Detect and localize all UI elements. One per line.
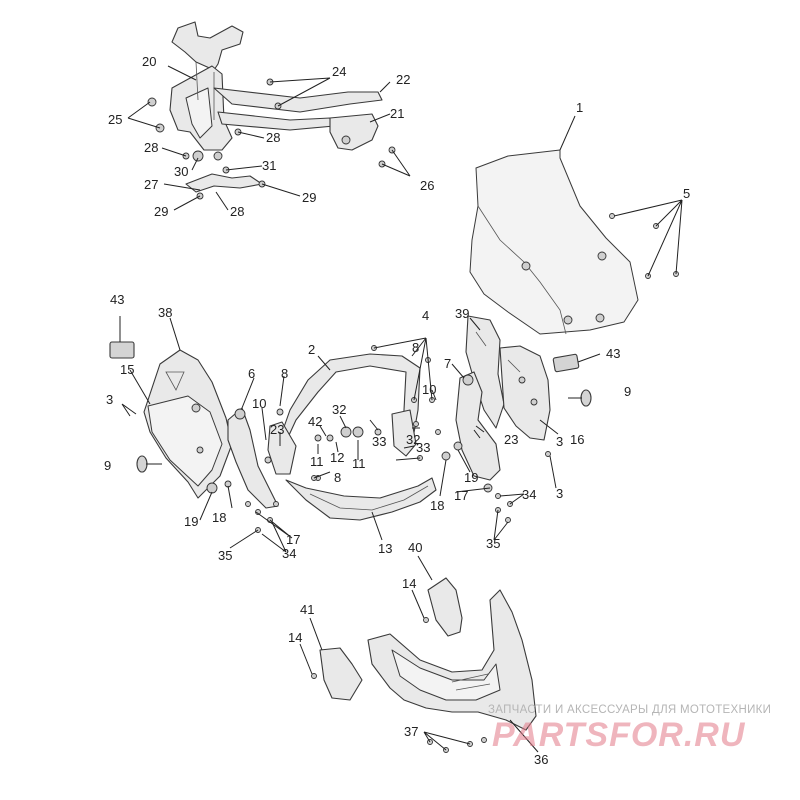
clip-43-left <box>109 341 135 359</box>
small-panel-41 <box>311 647 363 701</box>
callout-28-top: 28 <box>266 130 280 145</box>
callout-4: 4 <box>422 308 429 323</box>
right-side-fairing <box>465 315 551 441</box>
callout-3-mid: 3 <box>556 434 563 449</box>
callout-2: 2 <box>308 342 315 357</box>
callout-21: 21 <box>390 106 404 121</box>
clip-43-right <box>552 353 580 373</box>
callout-24: 24 <box>332 64 346 79</box>
callout-28-left: 28 <box>144 140 158 155</box>
leader-lines <box>119 65 683 753</box>
callout-8-top-left: 8 <box>281 366 288 381</box>
callout-40: 40 <box>408 540 422 555</box>
callout-9-right: 9 <box>624 384 631 399</box>
callout-6: 6 <box>248 366 255 381</box>
front-beak <box>367 589 537 753</box>
callout-41: 41 <box>300 602 314 617</box>
callout-17-left: 17 <box>286 532 300 547</box>
callout-labels: 1 2 3 3 3 4 5 6 7 8 8 8 9 9 10 10 11 11 … <box>104 54 690 767</box>
callout-17-right: 17 <box>454 488 468 503</box>
callout-10-right: 10 <box>422 382 436 397</box>
left-side-fairing <box>143 349 233 499</box>
callout-13: 13 <box>378 541 392 556</box>
callout-5: 5 <box>683 186 690 201</box>
callout-14-lower: 14 <box>288 630 302 645</box>
callout-22: 22 <box>396 72 410 87</box>
callout-8-mid: 8 <box>412 340 419 355</box>
callout-9-left: 9 <box>104 458 111 473</box>
callout-8-bottom: 8 <box>334 470 341 485</box>
lower-central-panel <box>285 475 437 521</box>
callout-18-right: 18 <box>430 498 444 513</box>
callout-32-left: 32 <box>332 402 346 417</box>
callout-23-left: 23 <box>270 422 284 437</box>
callout-12: 12 <box>330 450 344 465</box>
callout-29-left: 29 <box>154 204 168 219</box>
callout-19-left: 19 <box>184 514 198 529</box>
callout-28-bottom: 28 <box>230 204 244 219</box>
callout-35-left: 35 <box>218 548 232 563</box>
callout-33-left: 33 <box>372 434 386 449</box>
callout-18-left: 18 <box>212 510 226 525</box>
callout-23-right: 23 <box>504 432 518 447</box>
callout-25: 25 <box>108 112 122 127</box>
small-panel-40 <box>423 577 463 637</box>
callout-3-right: 3 <box>556 486 563 501</box>
callout-43-right: 43 <box>606 346 620 361</box>
callout-11-left: 11 <box>310 454 324 469</box>
callout-34-right: 34 <box>522 487 536 502</box>
callout-39: 39 <box>455 306 469 321</box>
callout-37: 37 <box>404 724 418 739</box>
knob-screw-right <box>568 389 592 407</box>
callout-38: 38 <box>158 305 172 320</box>
callout-31: 31 <box>262 158 276 173</box>
callout-30: 30 <box>174 164 188 179</box>
watermark-text: ЗАПЧАСТИ И АКСЕССУАРЫ ДЛЯ МОТОТЕХНИКИ <box>488 704 772 716</box>
callout-20: 20 <box>142 54 156 69</box>
callout-34-left: 34 <box>282 546 296 561</box>
callout-19-right: 19 <box>464 470 478 485</box>
callout-11-right: 11 <box>352 456 366 471</box>
watermark-logo: PARTSFOR.RU <box>492 716 746 754</box>
inner-mounting-frame <box>267 345 441 481</box>
callout-36: 36 <box>534 752 548 767</box>
callout-29-right: 29 <box>302 190 316 205</box>
callout-10-left: 10 <box>252 396 266 411</box>
callout-43-left: 43 <box>110 292 124 307</box>
callout-15: 15 <box>120 362 134 377</box>
callout-26: 26 <box>420 178 434 193</box>
callout-3-left: 3 <box>106 392 113 407</box>
callout-1: 1 <box>576 100 583 115</box>
callout-32-right: 32 <box>406 432 420 447</box>
callout-14-upper: 14 <box>402 576 416 591</box>
knob-screw-left <box>136 455 162 473</box>
callout-33-right: 33 <box>416 440 430 455</box>
callout-16: 16 <box>570 432 584 447</box>
callout-7: 7 <box>444 356 451 371</box>
callout-42: 42 <box>308 414 322 429</box>
mounting-bracket-assembly <box>147 21 396 200</box>
callout-27: 27 <box>144 177 158 192</box>
windscreen <box>469 149 679 335</box>
callout-35-right: 35 <box>486 536 500 551</box>
